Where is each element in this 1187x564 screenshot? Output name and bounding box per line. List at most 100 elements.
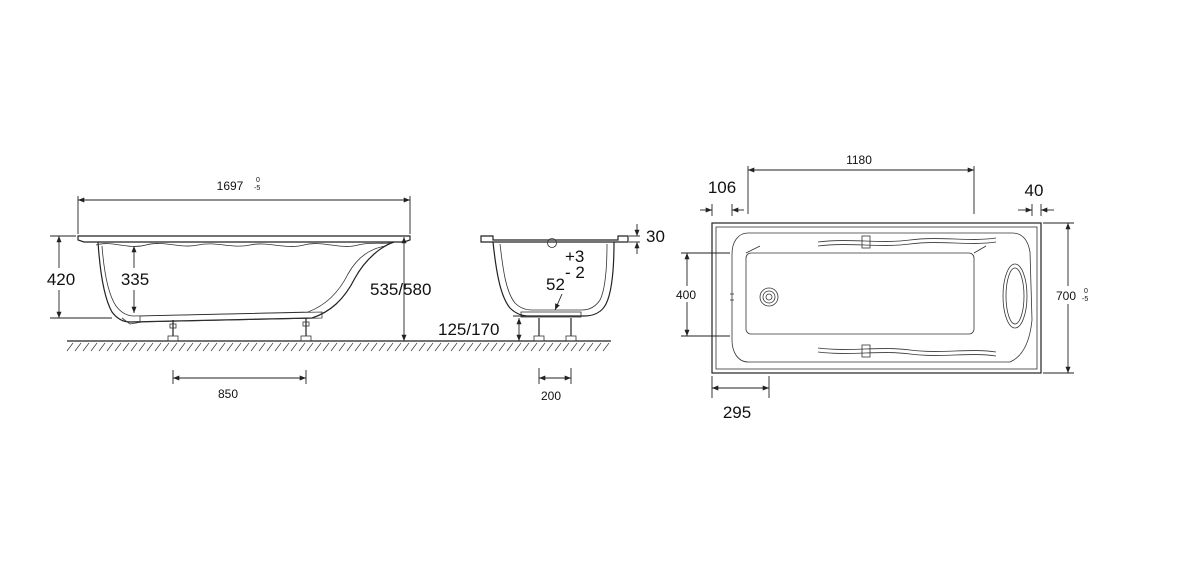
side-tub-outline (77, 235, 411, 325)
ground-hatch-line (354, 342, 362, 352)
side-legs (167, 318, 312, 342)
ground-hatch-line (418, 342, 426, 352)
plan-tub-outline (711, 222, 1042, 374)
dim-end-leg-spacing: 200 (538, 368, 572, 403)
ground-hatch-line (82, 342, 90, 352)
ground-hatch-line (314, 342, 322, 352)
ground-hatch-line (442, 342, 450, 352)
ground-hatch-line (250, 342, 258, 352)
outlet-label: 52 (546, 275, 565, 294)
ground-hatch-line (586, 342, 594, 352)
ground-hatch-line (98, 342, 106, 352)
width-label: 700 (1056, 289, 1076, 303)
ground-hatch-line (146, 342, 154, 352)
ground-hatch-line (546, 342, 554, 352)
ground-hatch-line (570, 342, 578, 352)
ground-hatch-line (66, 342, 74, 352)
ground-hatch-line (274, 342, 282, 352)
drain-position-label: 295 (723, 403, 751, 422)
ground-line (66, 340, 611, 352)
plan-handles (817, 235, 997, 358)
ground-hatch-line (202, 342, 210, 352)
dim-inner-width: 400 (672, 252, 730, 337)
ground-hatch-line (266, 342, 274, 352)
ground-hatch-line (114, 342, 122, 352)
ground-hatch-line (90, 342, 98, 352)
rim-thickness-label: 30 (646, 227, 665, 246)
ground-hatch-line (242, 342, 250, 352)
ground-hatch-line (458, 342, 466, 352)
ground-hatch-line (554, 342, 562, 352)
ground-hatch-line (426, 342, 434, 352)
ground-hatch-line (210, 342, 218, 352)
end-legs (533, 318, 577, 342)
tol-minus-label: - 2 (565, 263, 585, 282)
adjustable-height-label: 535/580 (370, 280, 431, 299)
ground-hatch-line (282, 342, 290, 352)
dim-inner-depth: 335 (116, 246, 154, 313)
ground-hatch-line (378, 342, 386, 352)
ground-hatch-line (162, 342, 170, 352)
inner-length-label: 1180 (846, 153, 872, 167)
ground-hatch-line (130, 342, 138, 352)
ground-hatch-line (474, 342, 482, 352)
dim-width: 700 0 -5 (1043, 222, 1092, 374)
ground-hatch-line (290, 342, 298, 352)
ground-hatch-line (74, 342, 82, 352)
dim-rim-thickness: 30 (629, 224, 665, 254)
ground-hatch-line (154, 342, 162, 352)
drain-icon (730, 287, 779, 307)
leg-height-label: 125/170 (438, 320, 499, 339)
dim-length: 1697 0 -5 (77, 177, 411, 234)
ground-hatch-line (562, 342, 570, 352)
ground-hatch-line (186, 342, 194, 352)
ground-hatch-line (338, 342, 346, 352)
dim-total-height: 420 (44, 235, 112, 319)
end-view: 30 +3 - 2 52 125/170 200 (438, 224, 665, 403)
ground-hatch-line (106, 342, 114, 352)
end-leg-spacing-label: 200 (541, 389, 561, 403)
ground-hatch-line (234, 342, 242, 352)
ground-hatch-line (322, 342, 330, 352)
width-tol-lower: -5 (1082, 296, 1088, 303)
ground-hatch-line (362, 342, 370, 352)
dim-adjustable-height: 535/580 (370, 237, 431, 341)
total-height-label: 420 (47, 270, 75, 289)
dim-leg-height: 125/170 (438, 315, 532, 341)
ground-hatch-line (482, 342, 490, 352)
ground-hatch-line (466, 342, 474, 352)
ground-hatch-line (530, 342, 538, 352)
ground-hatch-line (522, 342, 530, 352)
drain-offset-label: 106 (708, 178, 736, 197)
ground-hatch-line (434, 342, 442, 352)
dim-drain-offset: 106 (700, 178, 744, 216)
length-tol-lower: -5 (254, 185, 260, 192)
ground-hatch-line (170, 342, 178, 352)
tol-plus-label: +3 (565, 247, 584, 266)
ground-hatch-line (450, 342, 458, 352)
ground-hatch-line (498, 342, 506, 352)
ground-hatch-line (386, 342, 394, 352)
ground-hatch-line (306, 342, 314, 352)
ground-hatch-line (578, 342, 586, 352)
ground-hatch-line (298, 342, 306, 352)
dim-leg-spacing: 850 (172, 370, 307, 401)
ground-hatch-line (258, 342, 266, 352)
ground-hatch-line (178, 342, 186, 352)
ground-hatch-line (330, 342, 338, 352)
ground-hatch-line (226, 342, 234, 352)
inner-width-label: 400 (676, 288, 696, 302)
ground-hatch-line (602, 342, 610, 352)
length-tol-upper: 0 (256, 177, 260, 184)
length-label: 1697 (217, 179, 244, 193)
outlet-leader (554, 293, 563, 311)
dim-drain-position: 295 (711, 376, 770, 422)
plan-headrest (1002, 263, 1028, 329)
inner-depth-label: 335 (121, 270, 149, 289)
side-leg-spacing-label: 850 (218, 387, 238, 401)
ground-hatch-line (370, 342, 378, 352)
side-view: 1697 0 -5 420 335 535/580 850 (44, 177, 431, 401)
ground-hatch-line (538, 342, 546, 352)
width-tol-upper: 0 (1084, 288, 1088, 295)
